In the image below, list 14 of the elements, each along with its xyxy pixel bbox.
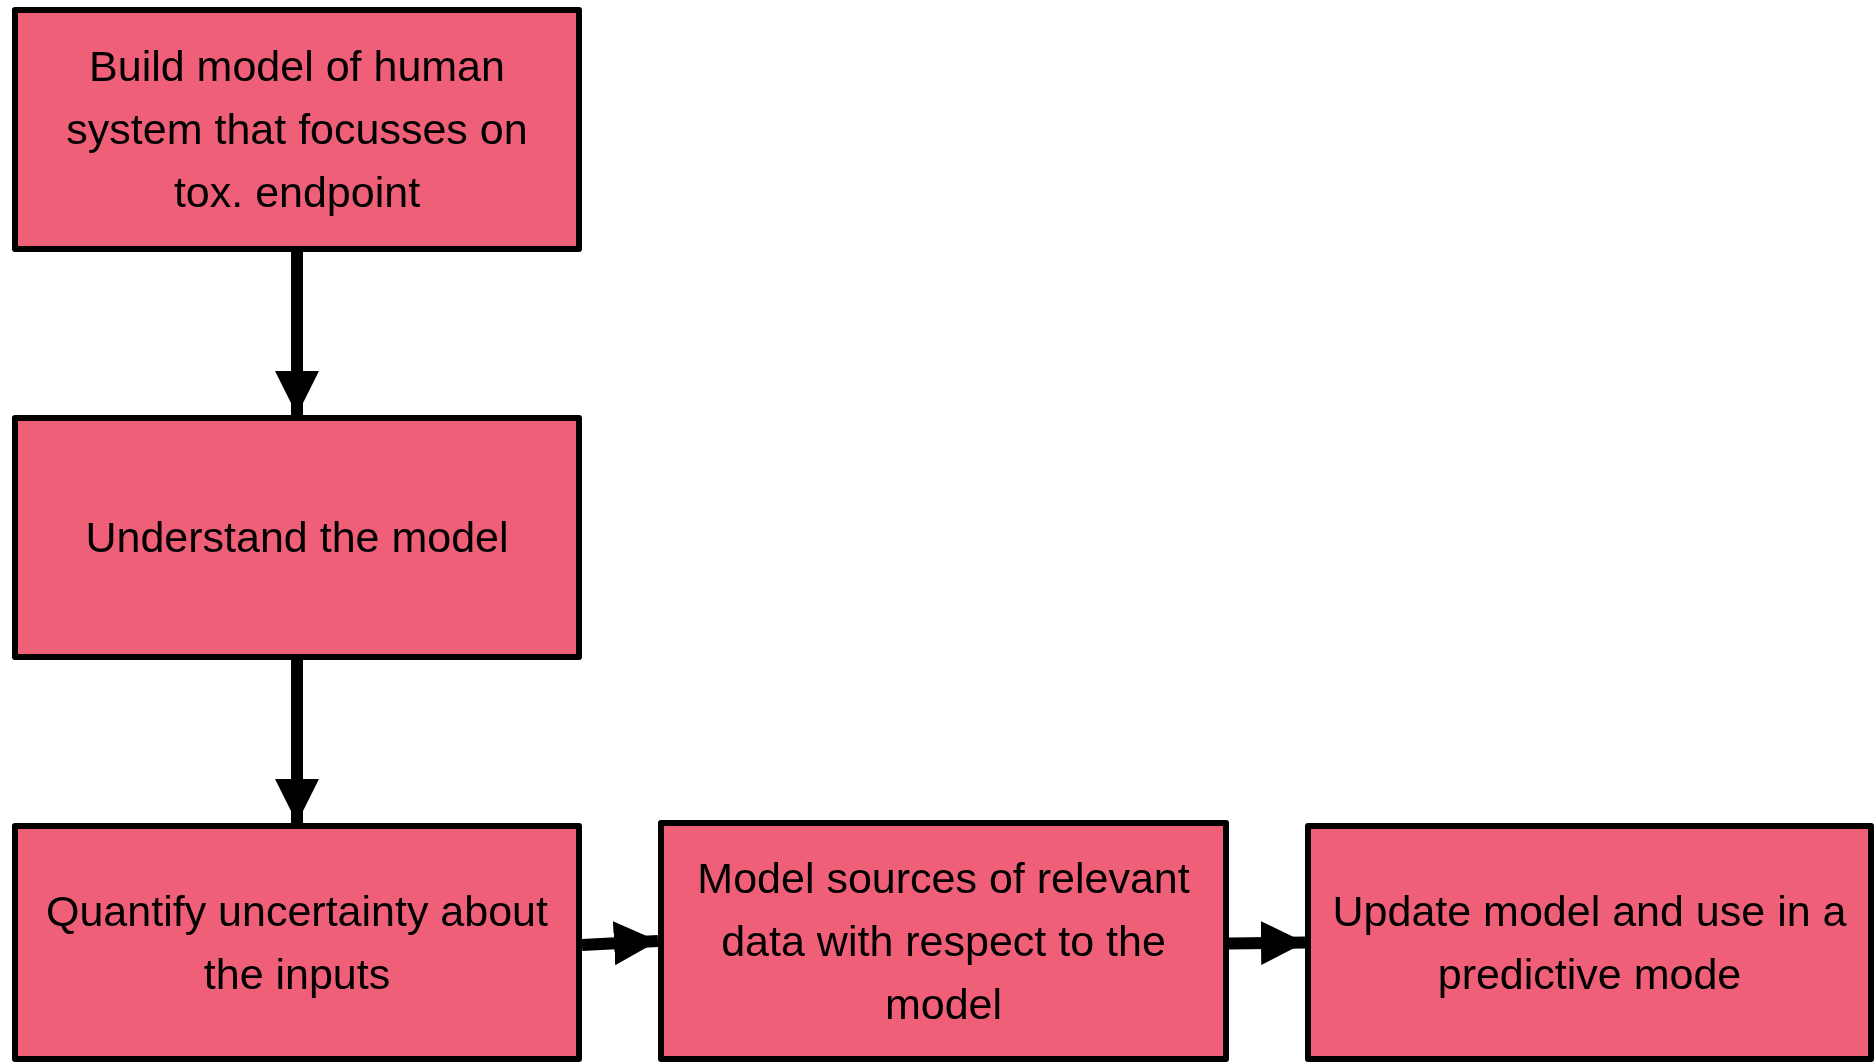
process-box (12, 415, 582, 660)
arrow (275, 252, 319, 415)
box-label: Quantify uncertainty about the inputs (45, 885, 549, 1000)
box-label: Build model of human system that focusses on tox. endpoint (65, 41, 529, 218)
process-box (12, 823, 582, 1062)
process-box (12, 7, 582, 252)
arrow (581, 921, 659, 966)
box-label: Understand the model (85, 512, 509, 563)
box-label: Update model and use in a predictive mode (1331, 885, 1848, 1000)
process-box (658, 820, 1229, 1062)
box-label: Model sources of relevant data with respect to the model (696, 852, 1191, 1030)
process-box (1305, 823, 1874, 1062)
arrow (275, 660, 319, 823)
arrow (1228, 921, 1306, 966)
